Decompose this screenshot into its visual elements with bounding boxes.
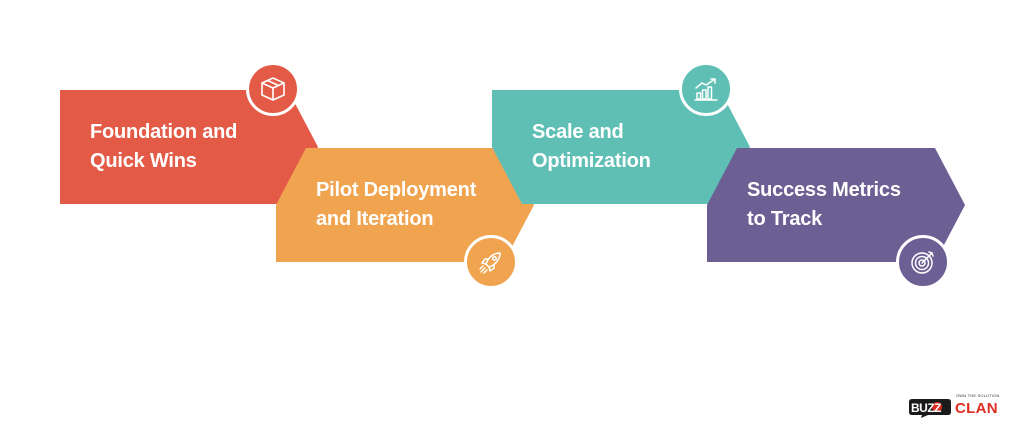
stage-scale-line-1: Scale and: [532, 121, 624, 143]
logo-tagline: OWN THE SOLUTION: [956, 393, 1000, 398]
stage-foundation-line-2: Quick Wins: [90, 150, 197, 172]
stage-pilot-line-2: and Iteration: [316, 208, 434, 230]
stage-scale-arrow: [492, 90, 750, 204]
stage-pilot-label: Pilot Deployment and Iteration: [316, 176, 476, 234]
stage-metrics-arrow: [707, 148, 965, 262]
stage-metrics-line-2: to Track: [747, 208, 823, 230]
stage-pilot-line-1: Pilot Deployment: [316, 179, 477, 201]
stage-foundation-line-1: Foundation and: [90, 121, 238, 143]
stage-foundation-arrow: [60, 90, 318, 204]
growth-chart-icon: [679, 62, 733, 116]
cube-box-icon: [246, 62, 300, 116]
stage-scale-label: Scale and Optimization: [532, 118, 651, 176]
stage-pilot-arrow: [276, 148, 534, 262]
stage-foundation: Foundation and Quick Wins: [60, 90, 318, 204]
stage-scale-line-2: Optimization: [532, 150, 651, 172]
stage-metrics-label: Success Metrics to Track: [747, 176, 901, 234]
logo-bubble-icon: [909, 399, 951, 418]
stage-metrics-line-1: Success Metrics: [747, 179, 901, 201]
buzzclan-logo: OWN THE SOLUTION BUZZ CLAN: [908, 393, 1012, 421]
stage-metrics: Success Metrics to Track: [707, 148, 965, 262]
logo-clan-text: CLAN: [955, 400, 998, 417]
target-icon: [896, 235, 950, 289]
logo-buzz-text: BUZZ: [911, 401, 942, 415]
stage-scale: Scale and Optimization: [492, 90, 750, 204]
stage-pilot: Pilot Deployment and Iteration: [276, 148, 534, 262]
stage-foundation-label: Foundation and Quick Wins: [90, 118, 237, 176]
rocket-icon: [464, 235, 518, 289]
